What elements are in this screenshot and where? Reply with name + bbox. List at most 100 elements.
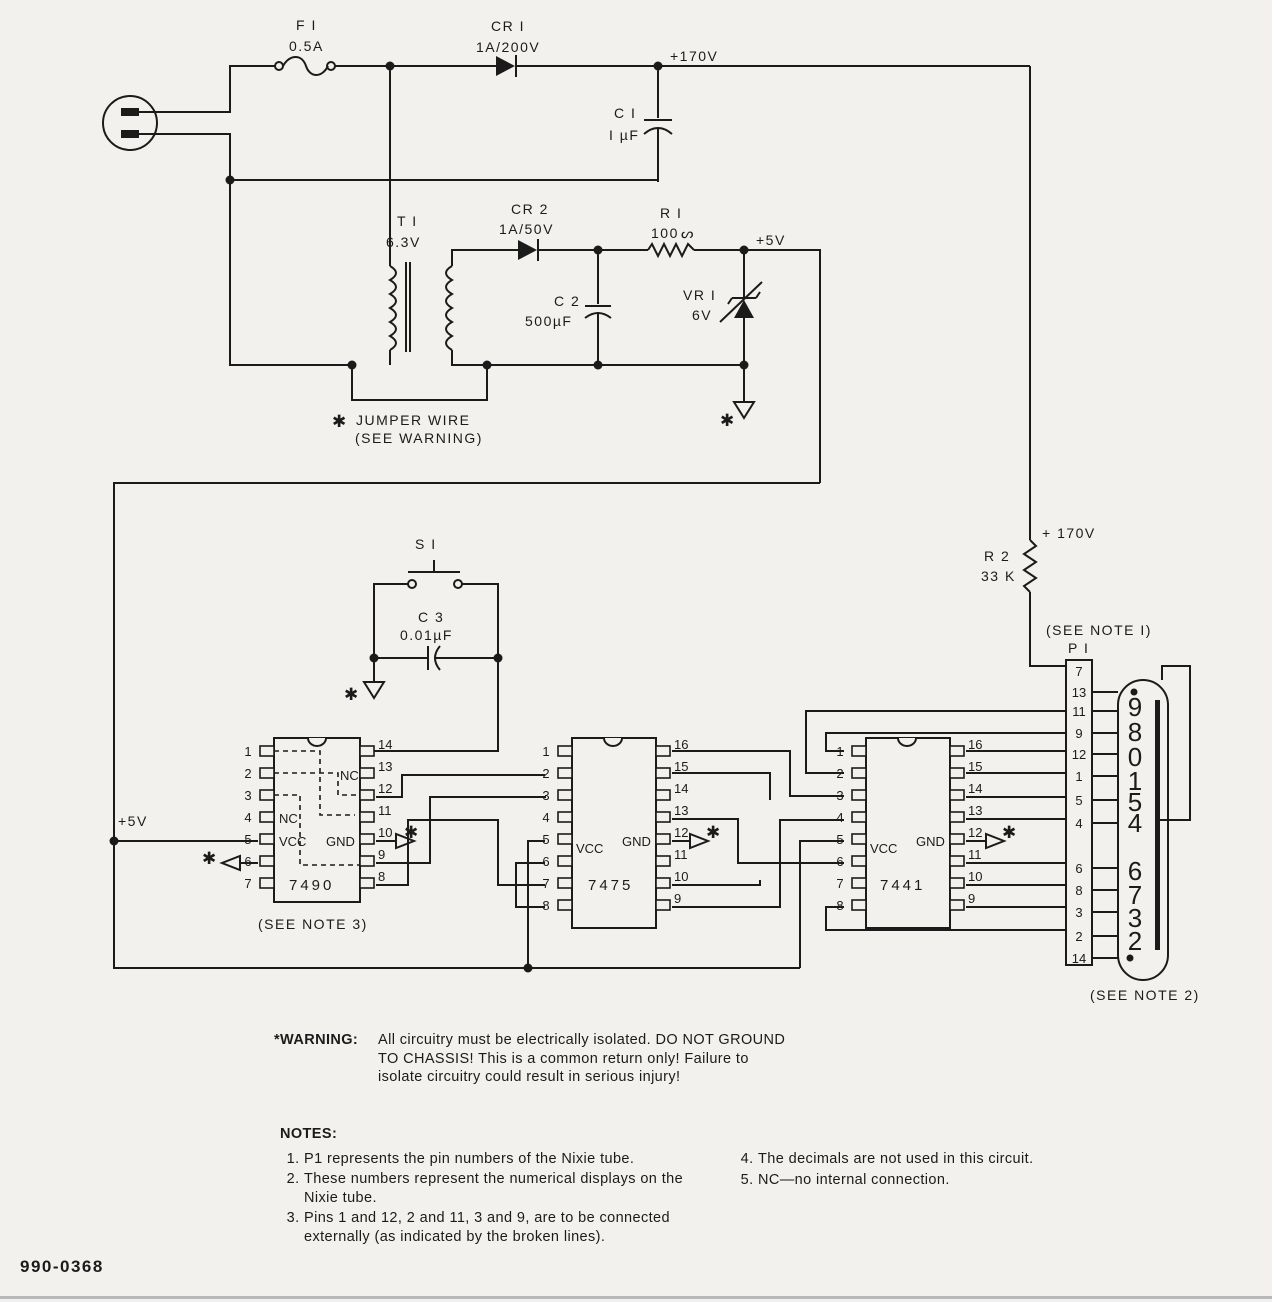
pin-box: [851, 767, 867, 779]
ic-7490-nc-left: NC: [279, 811, 298, 826]
plus5v-top: +5V: [756, 232, 786, 248]
pin-box: [557, 789, 573, 801]
svg-text:✱: ✱: [706, 823, 722, 842]
note-4: The decimals are not used in this circui…: [758, 1150, 1154, 1169]
pin-label: 13: [674, 803, 688, 818]
pin-label: 12: [378, 781, 392, 796]
pin-box: [949, 789, 965, 801]
capacitor-c2: C 2 500µF: [525, 250, 612, 370]
diode-cr2: CR 2 1A/50V: [499, 201, 554, 261]
pin-label: 4: [836, 810, 843, 825]
resistor-r2: R 2 33 K: [981, 539, 1038, 593]
p1-pin-label: 13: [1072, 685, 1086, 700]
pin-label: 7: [542, 876, 549, 891]
pin-box: [557, 811, 573, 823]
svg-text:✱: ✱: [202, 849, 218, 868]
jumper-line1: JUMPER WIRE: [356, 412, 471, 428]
pin-label: 16: [968, 737, 982, 752]
vr1-value: 6V: [692, 307, 712, 323]
p1-pin-label: 11: [1072, 704, 1086, 719]
pin-label: 2: [244, 766, 251, 781]
pin-box: [557, 877, 573, 889]
p1-pin-label: 8: [1075, 883, 1082, 898]
cr1-ref: CR I: [491, 18, 525, 34]
pin-box: [359, 789, 375, 801]
nixie-digit: 6: [1128, 856, 1142, 886]
see-note1: (SEE NOTE I): [1046, 622, 1152, 638]
pin-box: [949, 877, 965, 889]
pin-box: [359, 811, 375, 823]
pin-box: [259, 877, 275, 889]
p1-pin-label: 3: [1075, 905, 1082, 920]
pin-label: 3: [244, 788, 251, 803]
capacitor-c3: C 3 0.01µF ✱: [344, 609, 503, 752]
p1-pin-label: 1: [1075, 769, 1082, 784]
pin-box: [851, 745, 867, 757]
cr2-value: 1A/50V: [499, 221, 554, 237]
see-note3: (SEE NOTE 3): [258, 916, 368, 932]
pin-box: [259, 767, 275, 779]
pin-box: [359, 767, 375, 779]
see-note2: (SEE NOTE 2): [1090, 987, 1200, 1003]
pin-box: [851, 811, 867, 823]
pin-box: [949, 855, 965, 867]
pin-box: [851, 899, 867, 911]
pin-label: 1: [542, 744, 549, 759]
c3-value: 0.01µF: [400, 627, 453, 643]
pin-box: [259, 833, 275, 845]
pin-box: [557, 899, 573, 911]
pin-label: 6: [542, 854, 549, 869]
pin-box: [259, 789, 275, 801]
pin-label: 14: [674, 781, 688, 796]
pin-label: 16: [674, 737, 688, 752]
pin-label: 5: [542, 832, 549, 847]
warning-text: All circuitry must be electrically isola…: [378, 1032, 786, 1085]
diode-cr1: CR I 1A/200V: [476, 18, 539, 77]
nixie-digit: 2: [1128, 926, 1142, 956]
hv-label: +170V: [670, 48, 718, 64]
fuse-f1: F I 0.5A: [274, 17, 336, 76]
pin-box: [655, 899, 671, 911]
pin-label: 1: [244, 744, 251, 759]
pin-label: 3: [542, 788, 549, 803]
note-2: These numbers represent the numerical di…: [304, 1170, 700, 1207]
cr2-ref: CR 2: [511, 201, 549, 217]
plus5v-left: +5V: [118, 813, 148, 829]
nixie-digit: 1: [1128, 766, 1142, 796]
pin-box: [655, 877, 671, 889]
fuse-value: 0.5A: [289, 38, 324, 54]
ac-plug: [102, 95, 158, 151]
svg-text:✱: ✱: [332, 412, 348, 431]
pin-box: [851, 855, 867, 867]
p1-pin-label: 4: [1075, 816, 1082, 831]
nixie-digit: 3: [1128, 903, 1142, 933]
ic-7475-name: 7475: [588, 877, 633, 894]
pin-label: 8: [542, 898, 549, 913]
pin-label: 4: [244, 810, 251, 825]
svg-text:✱: ✱: [344, 685, 360, 704]
p1-pin-label: 2: [1075, 929, 1082, 944]
pin-label: 13: [968, 803, 982, 818]
ic-7441-vcc: VCC: [870, 841, 897, 856]
pin-box: [259, 745, 275, 757]
p1-pin-label: 9: [1075, 726, 1082, 741]
notes-title: NOTES:: [280, 1126, 338, 1142]
note-1: P1 represents the pin numbers of the Nix…: [304, 1150, 700, 1169]
note-5: NC—no internal connection.: [758, 1171, 1154, 1190]
nixie-digit: 8: [1128, 717, 1142, 747]
notes-block-right: The decimals are not used in this circui…: [734, 1150, 1154, 1191]
ic-7490-nc-top: NC: [340, 768, 359, 783]
pin-label: 10: [968, 869, 982, 884]
pin-box: [655, 789, 671, 801]
pin-label: 3: [836, 788, 843, 803]
jumper-wire: ✱ JUMPER WIRE (SEE WARNING): [332, 360, 492, 446]
resistor-r1: R I 100 ᔕ: [647, 205, 695, 259]
document-number: 990-0368: [20, 1257, 104, 1276]
pin-box: [655, 833, 671, 845]
fuse-ref: F I: [296, 17, 317, 33]
